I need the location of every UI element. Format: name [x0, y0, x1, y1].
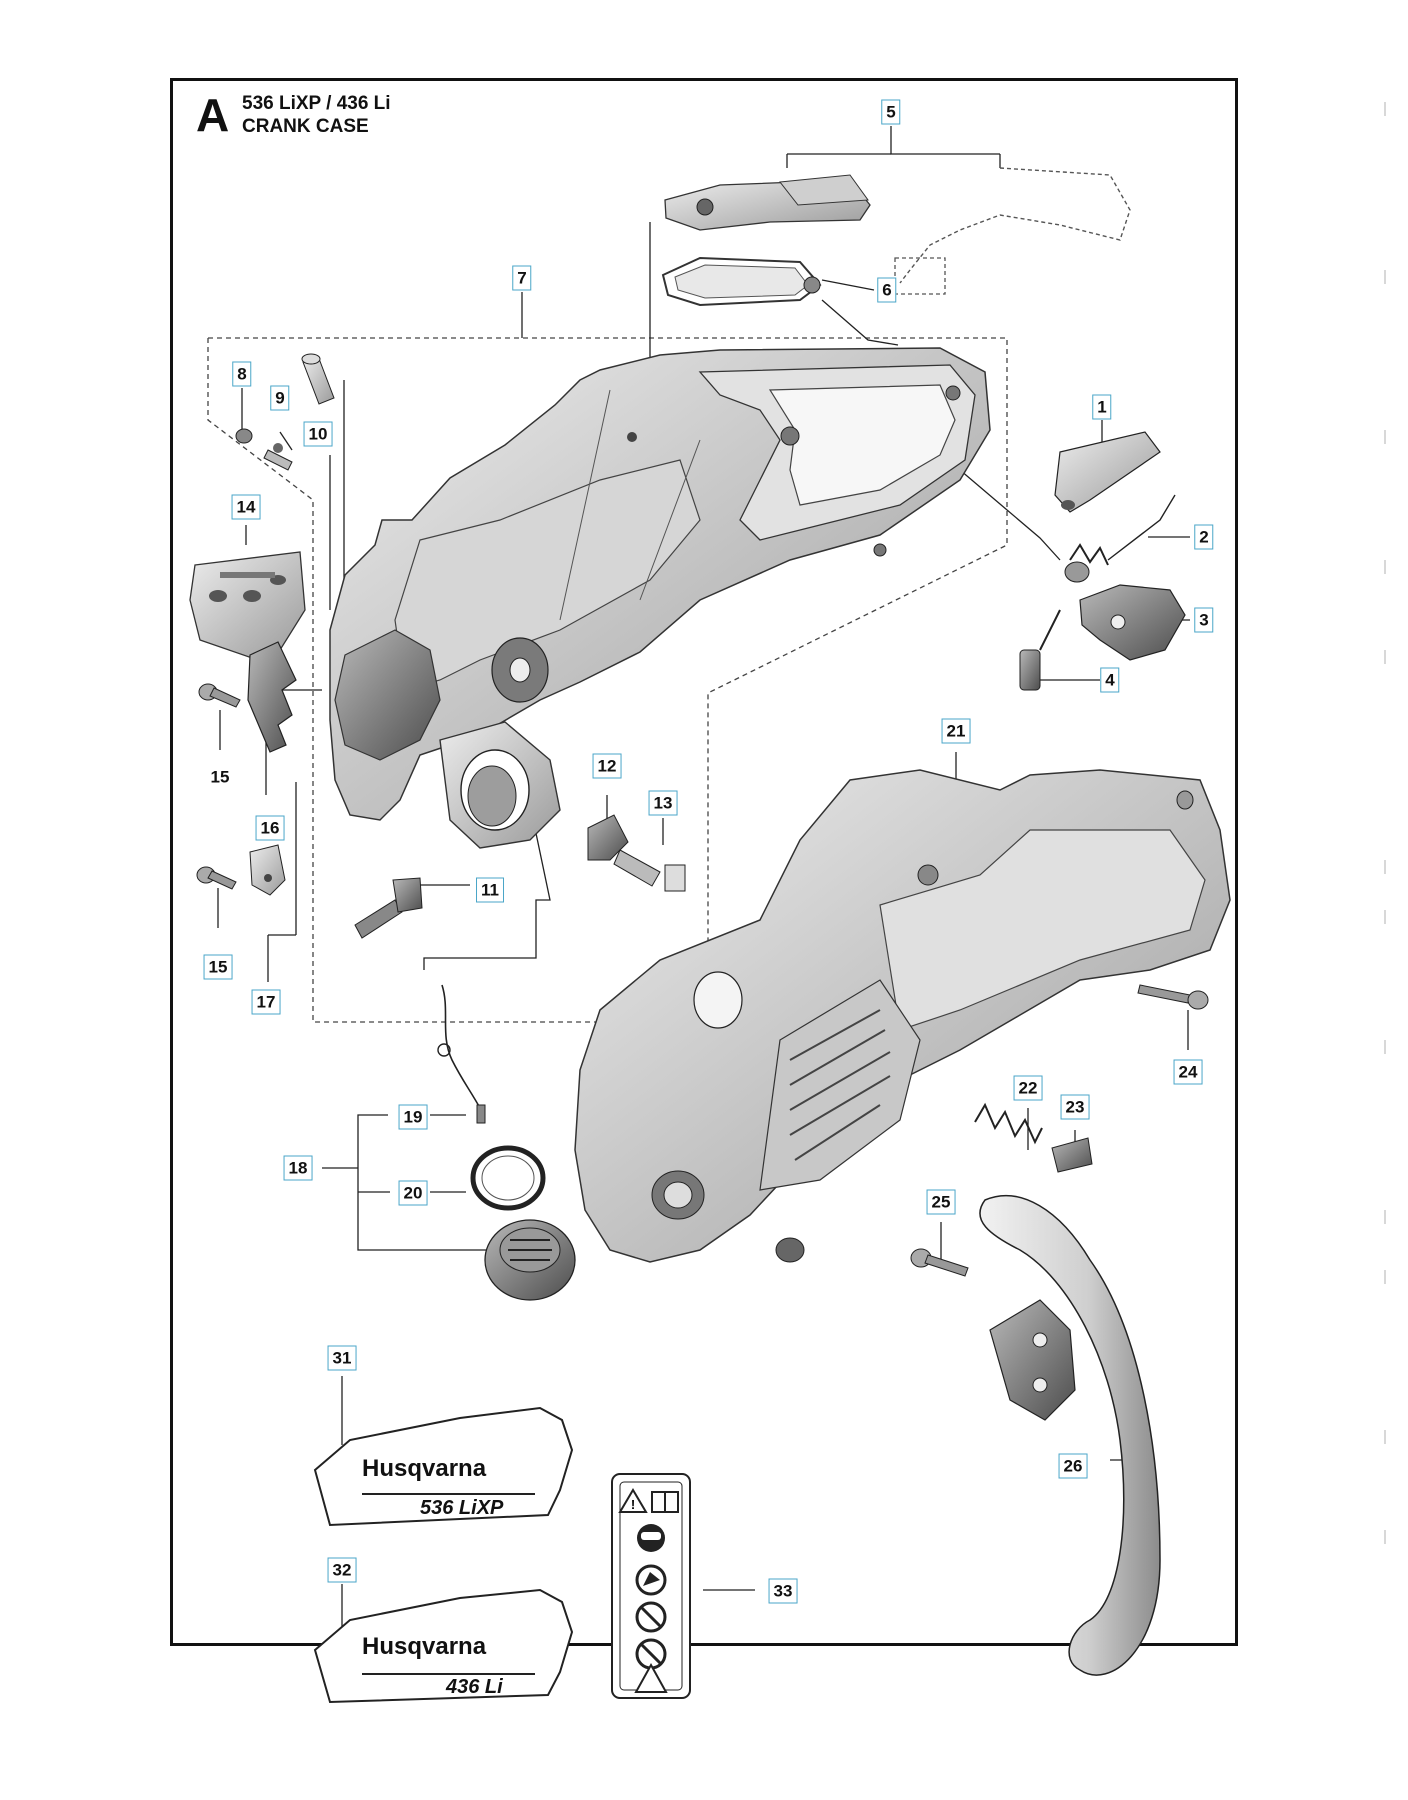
part-22-spring — [974, 1102, 1043, 1145]
model-title: 536 LiXP / 436 Li — [242, 93, 391, 114]
decal-31-brand: Husqvarna — [362, 1455, 487, 1482]
part-25-screw — [910, 1248, 969, 1277]
part-24-screw — [1137, 984, 1209, 1010]
callout-32: 32 — [327, 1557, 357, 1583]
part-23-contact — [1051, 1137, 1093, 1173]
diagram-frame — [170, 78, 1238, 1646]
part-6-seal-frame — [661, 256, 822, 307]
assembly-group-outline — [207, 337, 1008, 1023]
callout-25: 25 — [926, 1189, 956, 1215]
callout-14: 14 — [231, 494, 261, 520]
callout-10: 10 — [303, 421, 333, 447]
part-18-cap — [484, 1219, 576, 1301]
section-letter: A — [196, 89, 230, 141]
warning-triangle-icon: ! — [618, 1488, 648, 1513]
svg-text:!: ! — [631, 1497, 635, 1512]
callout-20: 20 — [398, 1180, 428, 1206]
assembly-title: CRANK CASE — [242, 116, 369, 137]
callout-12: 12 — [592, 753, 622, 779]
callout-22: 22 — [1013, 1075, 1043, 1101]
part-2-spring — [1064, 494, 1176, 583]
part-12-clip — [587, 814, 629, 861]
part-10-sleeve — [301, 353, 335, 405]
callout-5: 5 — [881, 99, 901, 125]
callout-13: 13 — [648, 790, 678, 816]
decal-32-model: 436 Li — [446, 1676, 503, 1698]
callout-23: 23 — [1060, 1094, 1090, 1120]
callout-15-top: 15 — [210, 767, 230, 787]
part-4-rod — [1019, 609, 1061, 691]
callout-18: 18 — [283, 1155, 313, 1181]
kickback-warning-icon — [634, 1662, 668, 1693]
callout-7: 7 — [512, 265, 532, 291]
callout-1: 1 — [1092, 394, 1112, 420]
leader-lines — [217, 126, 1190, 1645]
callout-8: 8 — [232, 361, 252, 387]
callout-9: 9 — [270, 385, 290, 411]
callout-21: 21 — [941, 718, 971, 744]
decal-31-model: 536 LiXP — [420, 1497, 504, 1519]
part-20-gasket — [470, 1145, 546, 1211]
callout-4: 4 — [1100, 667, 1120, 693]
callout-11: 11 — [476, 877, 504, 903]
part-8-plug — [235, 428, 253, 444]
part-14-plate — [189, 551, 306, 659]
callout-3: 3 — [1194, 607, 1214, 633]
callout-24: 24 — [1173, 1059, 1203, 1085]
callout-15-bottom: 15 — [203, 954, 233, 980]
callout-16: 16 — [255, 815, 285, 841]
part-3-trigger — [1079, 584, 1186, 661]
callout-17: 17 — [251, 989, 281, 1015]
part-15-screw-bottom — [196, 866, 237, 890]
no-rain-icon — [635, 1601, 667, 1633]
part-5-filter-cover — [664, 167, 1131, 295]
callout-31: 31 — [327, 1345, 357, 1371]
part-15-screw-top — [198, 683, 241, 708]
gloves-icon — [635, 1564, 667, 1596]
callout-6: 6 — [877, 277, 897, 303]
decal-32-brand: Husqvarna — [362, 1633, 487, 1660]
decal-31-shape — [313, 1406, 574, 1527]
part-13-pin — [613, 849, 686, 892]
part-21-handle-housing — [574, 769, 1231, 1263]
decal-32-shape — [313, 1588, 574, 1704]
ear-eye-protection-icon — [637, 1524, 665, 1552]
part-16-bumper-spike — [247, 641, 297, 753]
part-17-bracket — [249, 844, 286, 896]
page-edge-marks — [1384, 0, 1390, 1800]
part-7-crank-case — [329, 347, 991, 849]
callout-26: 26 — [1058, 1453, 1088, 1479]
callout-2: 2 — [1194, 524, 1214, 550]
manual-book-icon — [651, 1491, 679, 1513]
part-26-front-handle — [979, 1195, 1161, 1676]
part-9-nipple — [263, 443, 293, 471]
part-11-elbow — [354, 877, 423, 939]
part-19-cord — [437, 984, 486, 1124]
callout-33: 33 — [768, 1578, 798, 1604]
callout-19: 19 — [398, 1104, 428, 1130]
part-1-lever — [1054, 431, 1161, 513]
